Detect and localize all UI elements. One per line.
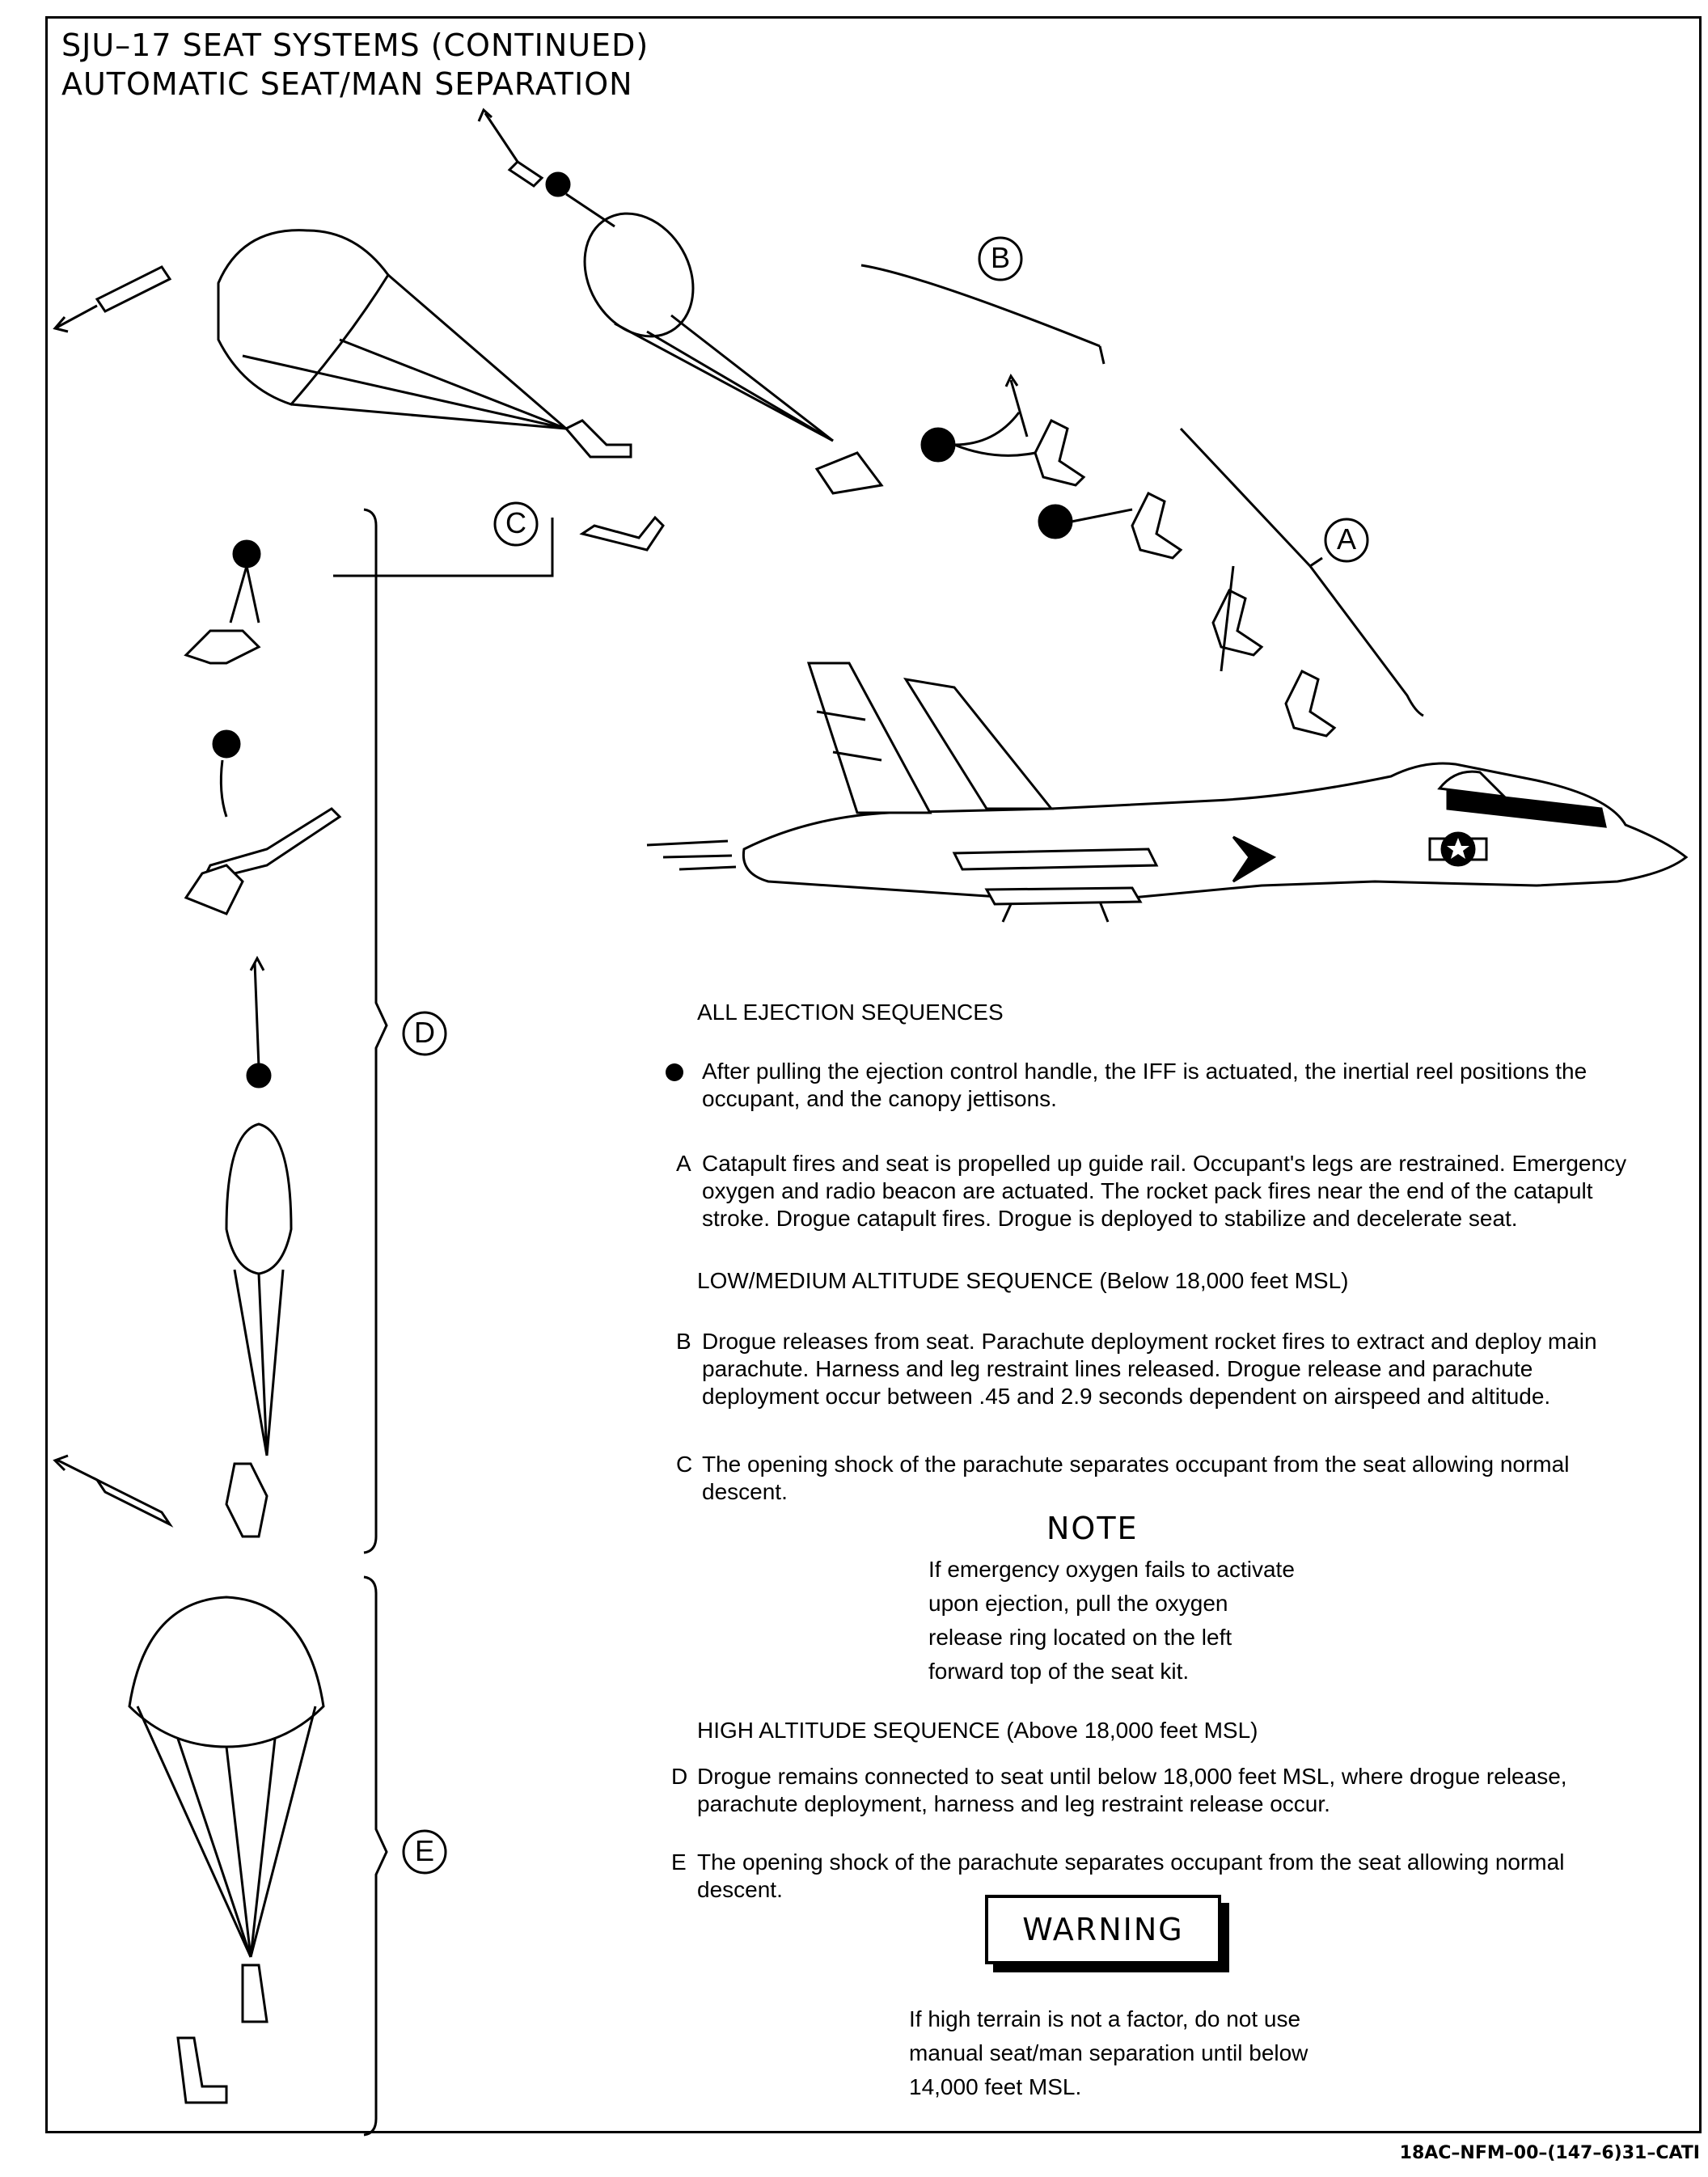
paragraph-a-text: Catapult fires and seat is propelled up … [702,1151,1626,1231]
low-medium-heading: LOW/MEDIUM ALTITUDE SEQUENCE (Below 18,0… [697,1268,1348,1294]
seat-sequence-a [922,376,1334,736]
paragraph-c-letter: C [676,1451,692,1478]
callout-d: D [400,1016,449,1050]
callout-a: A [1322,522,1371,556]
warning-text: If high terrain is not a factor, do not … [909,2002,1330,2104]
seat-sequence-d [55,541,340,1537]
paragraph-d: D Drogue remains connected to seat until… [697,1763,1643,1818]
bracket-d [364,509,387,1553]
all-ejection-heading: ALL EJECTION SEQUENCES [697,1000,1004,1025]
paragraph-d-text: Drogue remains connected to seat until b… [697,1764,1567,1816]
paragraph-e-letter: E [671,1849,687,1876]
callout-e: E [400,1834,449,1868]
paragraph-b-letter: B [676,1328,691,1355]
warning-label: WARNING [985,1895,1221,1964]
bullet-dot [666,1063,683,1081]
bracket-e [364,1577,387,2135]
paragraph-d-letter: D [671,1763,687,1790]
paragraph-c: C The opening shock of the parachute sep… [702,1451,1648,1506]
paragraph-a: A Catapult fires and seat is propelled u… [702,1150,1648,1232]
seat-sequence-e [129,1597,323,2103]
paragraph-b: B Drogue releases from seat. Parachute d… [702,1328,1648,1410]
bullet-paragraph: After pulling the ejection control handl… [702,1058,1648,1113]
note-heading: NOTE [1046,1511,1139,1546]
callout-b: B [976,241,1025,275]
bracket-b [861,265,1104,364]
aircraft-illustration [647,663,1686,922]
paragraph-b-text: Drogue releases from seat. Parachute dep… [702,1329,1597,1409]
high-altitude-heading: HIGH ALTITUDE SEQUENCE (Above 18,000 fee… [697,1718,1258,1744]
figure-id: 18AC–NFM–00–(147–6)31–CATI [1400,2143,1700,2163]
upper-left-parachute [55,230,631,457]
note-text: If emergency oxygen fails to activate up… [928,1553,1308,1689]
paragraph-a-letter: A [676,1150,691,1177]
callout-c: C [492,506,540,540]
seat-sequence-b [479,110,881,493]
paragraph-c-text: The opening shock of the parachute separ… [702,1452,1569,1504]
